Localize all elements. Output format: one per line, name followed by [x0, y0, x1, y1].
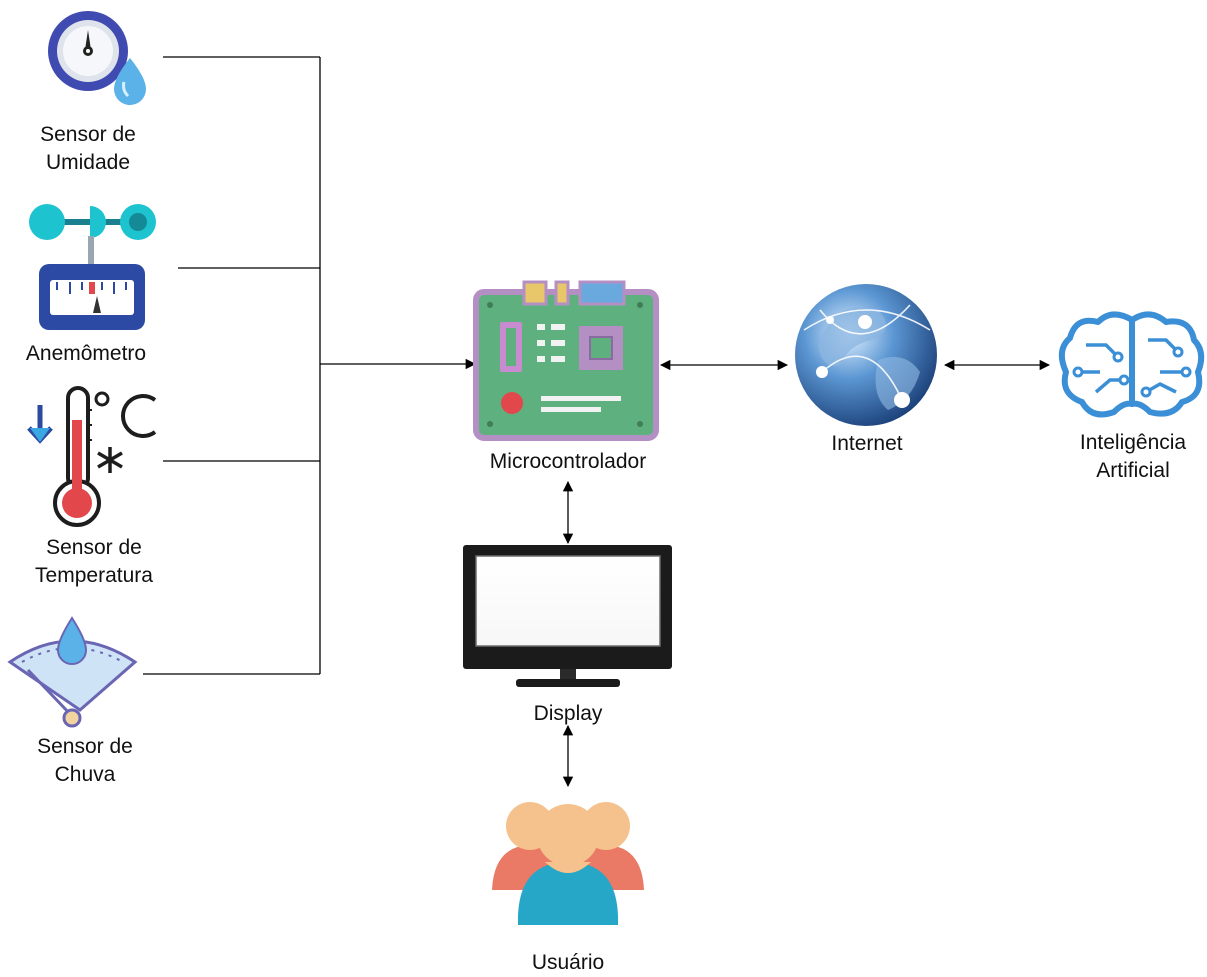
temperature-sensor-icon — [27, 386, 157, 527]
ai-label-line1: Inteligência — [1079, 431, 1187, 454]
temperature-sensor-label-line2: Temperatura — [35, 564, 153, 587]
temperature-sensor-label-line1: Sensor de — [46, 536, 142, 559]
ai-label: Inteligência Artificial — [1058, 429, 1207, 485]
humidity-sensor-label-line2: Umidade — [45, 151, 131, 174]
internet-label: Internet — [831, 432, 903, 455]
temperature-sensor-label: Sensor de Temperatura — [14, 534, 174, 590]
humidity-sensor-icon — [48, 11, 146, 105]
rain-sensor-label-line2: Chuva — [54, 763, 116, 786]
rain-sensor-label-line1: Sensor de — [37, 735, 133, 758]
internet-globe-icon — [795, 284, 937, 426]
humidity-sensor-label: Sensor de Umidade — [28, 121, 148, 177]
microcontroller-board-icon — [473, 280, 659, 441]
rain-sensor-label: Sensor de Chuva — [25, 733, 145, 789]
ai-brain-icon — [1058, 311, 1205, 418]
user-label: Usuário — [531, 951, 605, 974]
rain-sensor-icon — [7, 616, 138, 728]
humidity-sensor-label-line1: Sensor de — [40, 123, 136, 146]
anemometer-icon — [29, 204, 156, 330]
user-group-icon — [492, 802, 644, 925]
anemometer-label-line1: Anemômetro — [25, 342, 147, 365]
microcontroller-label: Microcontrolador — [489, 450, 647, 473]
display-label: Display — [533, 702, 603, 725]
display-monitor-icon — [463, 545, 672, 687]
ai-label-line2: Artificial — [1096, 459, 1170, 482]
sensor-bus-connectors — [143, 56, 477, 675]
anemometer-label: Anemômetro — [4, 340, 168, 368]
